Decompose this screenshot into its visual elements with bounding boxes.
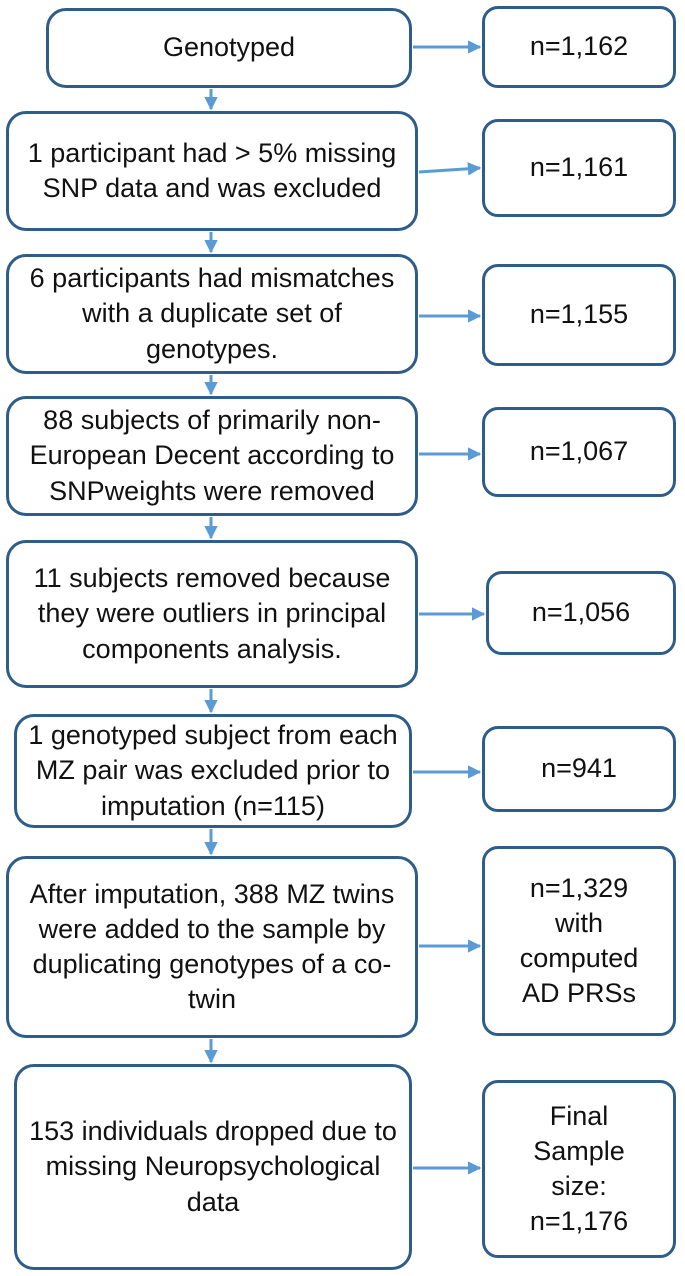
count-box-non-european: n=1,067 bbox=[482, 407, 676, 497]
step-text: 11 subjects removed because they were ou… bbox=[33, 563, 391, 664]
step-text: 1 participant had > 5% missing SNP data … bbox=[27, 137, 397, 203]
step-box-pca-outliers: 11 subjects removed because they were ou… bbox=[6, 540, 418, 688]
count-box-pca-outliers: n=1,056 bbox=[486, 571, 676, 655]
count-text: n=1,067 bbox=[529, 436, 629, 467]
count-box-duplicate-mismatch: n=1,155 bbox=[482, 264, 676, 366]
step-box-genotyped: Genotyped bbox=[46, 8, 412, 88]
arrow-right-2 bbox=[418, 162, 482, 176]
step-box-neuropsych-dropped: 153 individuals dropped due to missing N… bbox=[14, 1064, 412, 1270]
step-text: After imputation, 388 MZ twins were adde… bbox=[29, 878, 395, 1015]
step-box-non-european: 88 subjects of primarily non-European De… bbox=[6, 396, 418, 516]
count-box-final-sample: Final Sample size: n=1,176 bbox=[482, 1080, 676, 1258]
step-text: 1 genotyped subject from each MZ pair wa… bbox=[28, 720, 398, 821]
count-text: n=1,056 bbox=[531, 597, 631, 628]
step-text: 153 individuals dropped due to missing N… bbox=[29, 1116, 397, 1217]
count-box-mz-twins-added: n=1,329 with computed AD PRSs bbox=[482, 846, 676, 1036]
count-text: n=1,162 bbox=[529, 31, 629, 62]
count-text: n=941 bbox=[541, 753, 617, 784]
count-text: n=1,155 bbox=[529, 299, 629, 330]
step-box-mz-pair-excluded: 1 genotyped subject from each MZ pair wa… bbox=[14, 714, 412, 828]
step-text: Genotyped bbox=[162, 32, 296, 63]
step-box-snp-missing: 1 participant had > 5% missing SNP data … bbox=[6, 111, 418, 231]
step-text: 6 participants had mismatches with a dup… bbox=[29, 263, 395, 364]
count-box-snp-missing: n=1,161 bbox=[482, 119, 676, 217]
step-box-duplicate-mismatch: 6 participants had mismatches with a dup… bbox=[6, 254, 418, 374]
step-box-mz-twins-added: After imputation, 388 MZ twins were adde… bbox=[6, 856, 418, 1038]
count-box-mz-pair-excluded: n=941 bbox=[482, 726, 676, 812]
count-text: Final Sample size: n=1,176 bbox=[529, 1100, 629, 1237]
count-text: n=1,329 with computed AD PRSs bbox=[519, 872, 639, 1009]
count-box-genotyped: n=1,162 bbox=[482, 6, 676, 88]
count-text: n=1,161 bbox=[529, 152, 629, 183]
step-text: 88 subjects of primarily non-European De… bbox=[29, 405, 395, 506]
